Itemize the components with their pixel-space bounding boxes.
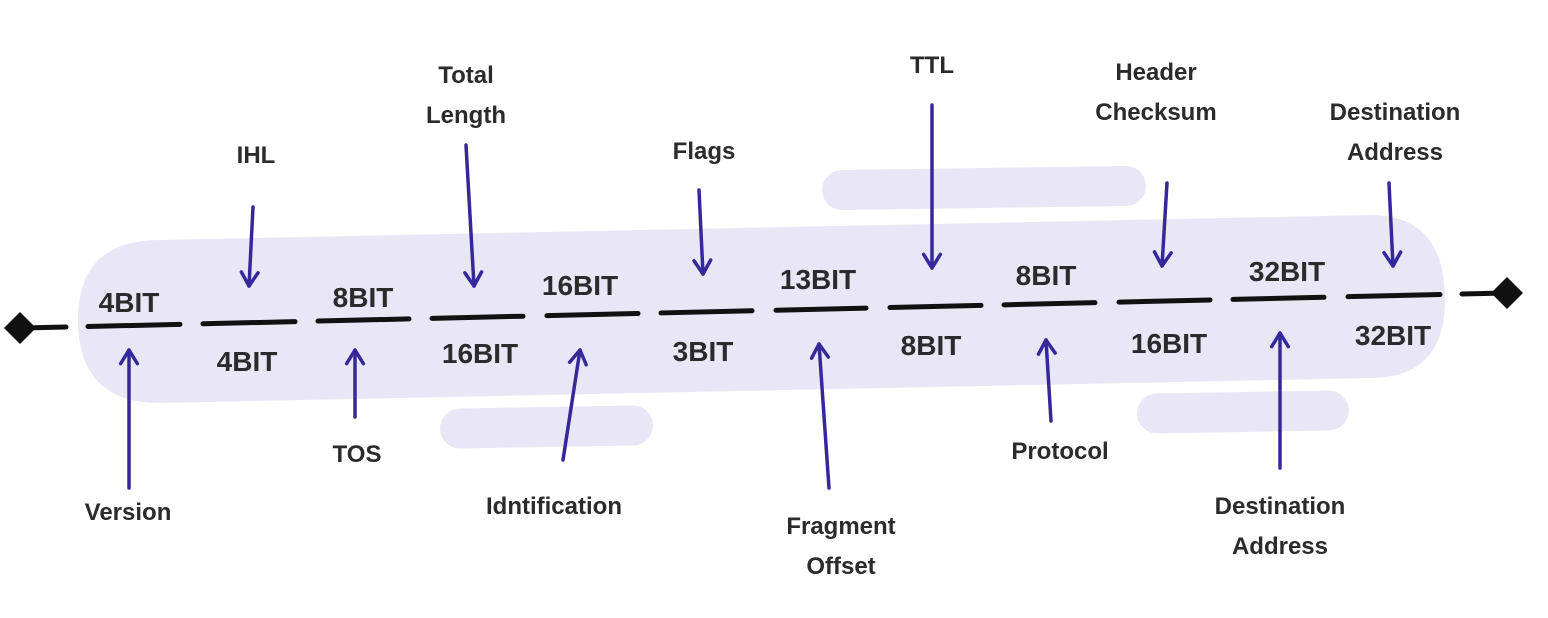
- field-name-line: Destination: [1215, 493, 1346, 520]
- field-segment: [544, 310, 641, 319]
- field-name-line: Checksum: [1095, 99, 1216, 126]
- field-name-label: IHL: [237, 142, 276, 169]
- accent-band-bottom-left: [440, 405, 653, 449]
- pointer-arrow-icon: [1152, 181, 1173, 268]
- bit-labels: 4BIT 4BIT 8BIT 16BIT 16BIT 3BIT 13BIT 8BIT 8BIT 1…: [99, 256, 1431, 377]
- field-name-line: Header: [1115, 59, 1196, 86]
- field-segments: [85, 292, 1443, 329]
- field-name-line: Address: [1347, 139, 1443, 166]
- bit-size-label: 4BIT: [99, 287, 160, 318]
- accent-band-top: [822, 166, 1146, 210]
- field-name-label: TTL: [910, 52, 954, 79]
- field-segment: [658, 308, 755, 316]
- field-name-line: Address: [1232, 533, 1328, 560]
- pointer-arrow-icon: [692, 188, 713, 276]
- field-name-line: Offset: [806, 553, 875, 580]
- field-name-line: Flags: [673, 138, 736, 165]
- field-name-line: Protocol: [1011, 438, 1108, 465]
- field-segment: [1345, 292, 1443, 300]
- bit-size-label: 32BIT: [1355, 320, 1431, 351]
- axis-line: [4, 277, 1523, 344]
- field-name-line: Destination: [1330, 99, 1461, 126]
- field-name-line: TOS: [333, 441, 382, 468]
- field-segment: [315, 316, 412, 324]
- axis-end-diamond-left: [4, 312, 36, 344]
- field-segment: [1116, 297, 1213, 305]
- field-name-line: Version: [85, 499, 172, 526]
- bit-size-label: 8BIT: [1016, 260, 1077, 291]
- bit-size-label: 8BIT: [901, 330, 962, 361]
- accent-band-bottom-right: [1137, 390, 1349, 434]
- pointer-arrow-icon: [561, 348, 588, 462]
- bit-size-label: 3BIT: [673, 336, 734, 367]
- pointer-arrow-icon: [1382, 181, 1403, 268]
- field-segment: [773, 305, 869, 313]
- field-name-line: TTL: [910, 52, 954, 79]
- pointer-arrow-icon: [118, 348, 140, 490]
- pointer-arrow-icon: [463, 143, 484, 288]
- field-arrows: [118, 103, 1403, 490]
- bit-size-label: 8BIT: [333, 282, 394, 313]
- background-bands: [78, 166, 1445, 449]
- field-segment: [429, 313, 526, 321]
- bit-size-label: 16BIT: [542, 270, 618, 301]
- bit-size-label: 4BIT: [217, 346, 278, 377]
- field-name-line: Fragment: [786, 513, 895, 540]
- pointer-arrow-icon: [1036, 338, 1057, 423]
- pointer-arrow-icon: [809, 342, 831, 490]
- field-segment: [1001, 300, 1098, 308]
- field-segment: [200, 319, 298, 327]
- field-segment: [1230, 294, 1327, 302]
- pointer-arrow-icon: [921, 103, 943, 270]
- field-segment: [85, 321, 183, 329]
- field-name-line: Length: [426, 102, 506, 129]
- field-name-label: Flags: [673, 138, 736, 165]
- field-name-label: TOS: [333, 441, 382, 468]
- bit-size-label: 13BIT: [780, 264, 856, 295]
- pointer-arrow-icon: [239, 205, 260, 288]
- field-name-line: Idntification: [486, 493, 622, 520]
- field-segment: [887, 302, 984, 311]
- bit-size-label: 16BIT: [1131, 328, 1207, 359]
- field-name-label: Protocol: [1011, 438, 1108, 465]
- pointer-arrow-icon: [1269, 331, 1291, 470]
- bit-size-label: 32BIT: [1249, 256, 1325, 287]
- field-name-line: Total: [438, 62, 494, 89]
- field-name-label: Version: [85, 499, 172, 526]
- field-name-label: Idntification: [486, 493, 622, 520]
- pointer-arrow-icon: [344, 348, 366, 419]
- main-band: [78, 215, 1445, 403]
- axis-end-diamond-right: [1491, 277, 1523, 309]
- bit-size-label: 16BIT: [442, 338, 518, 369]
- field-name-line: IHL: [237, 142, 276, 169]
